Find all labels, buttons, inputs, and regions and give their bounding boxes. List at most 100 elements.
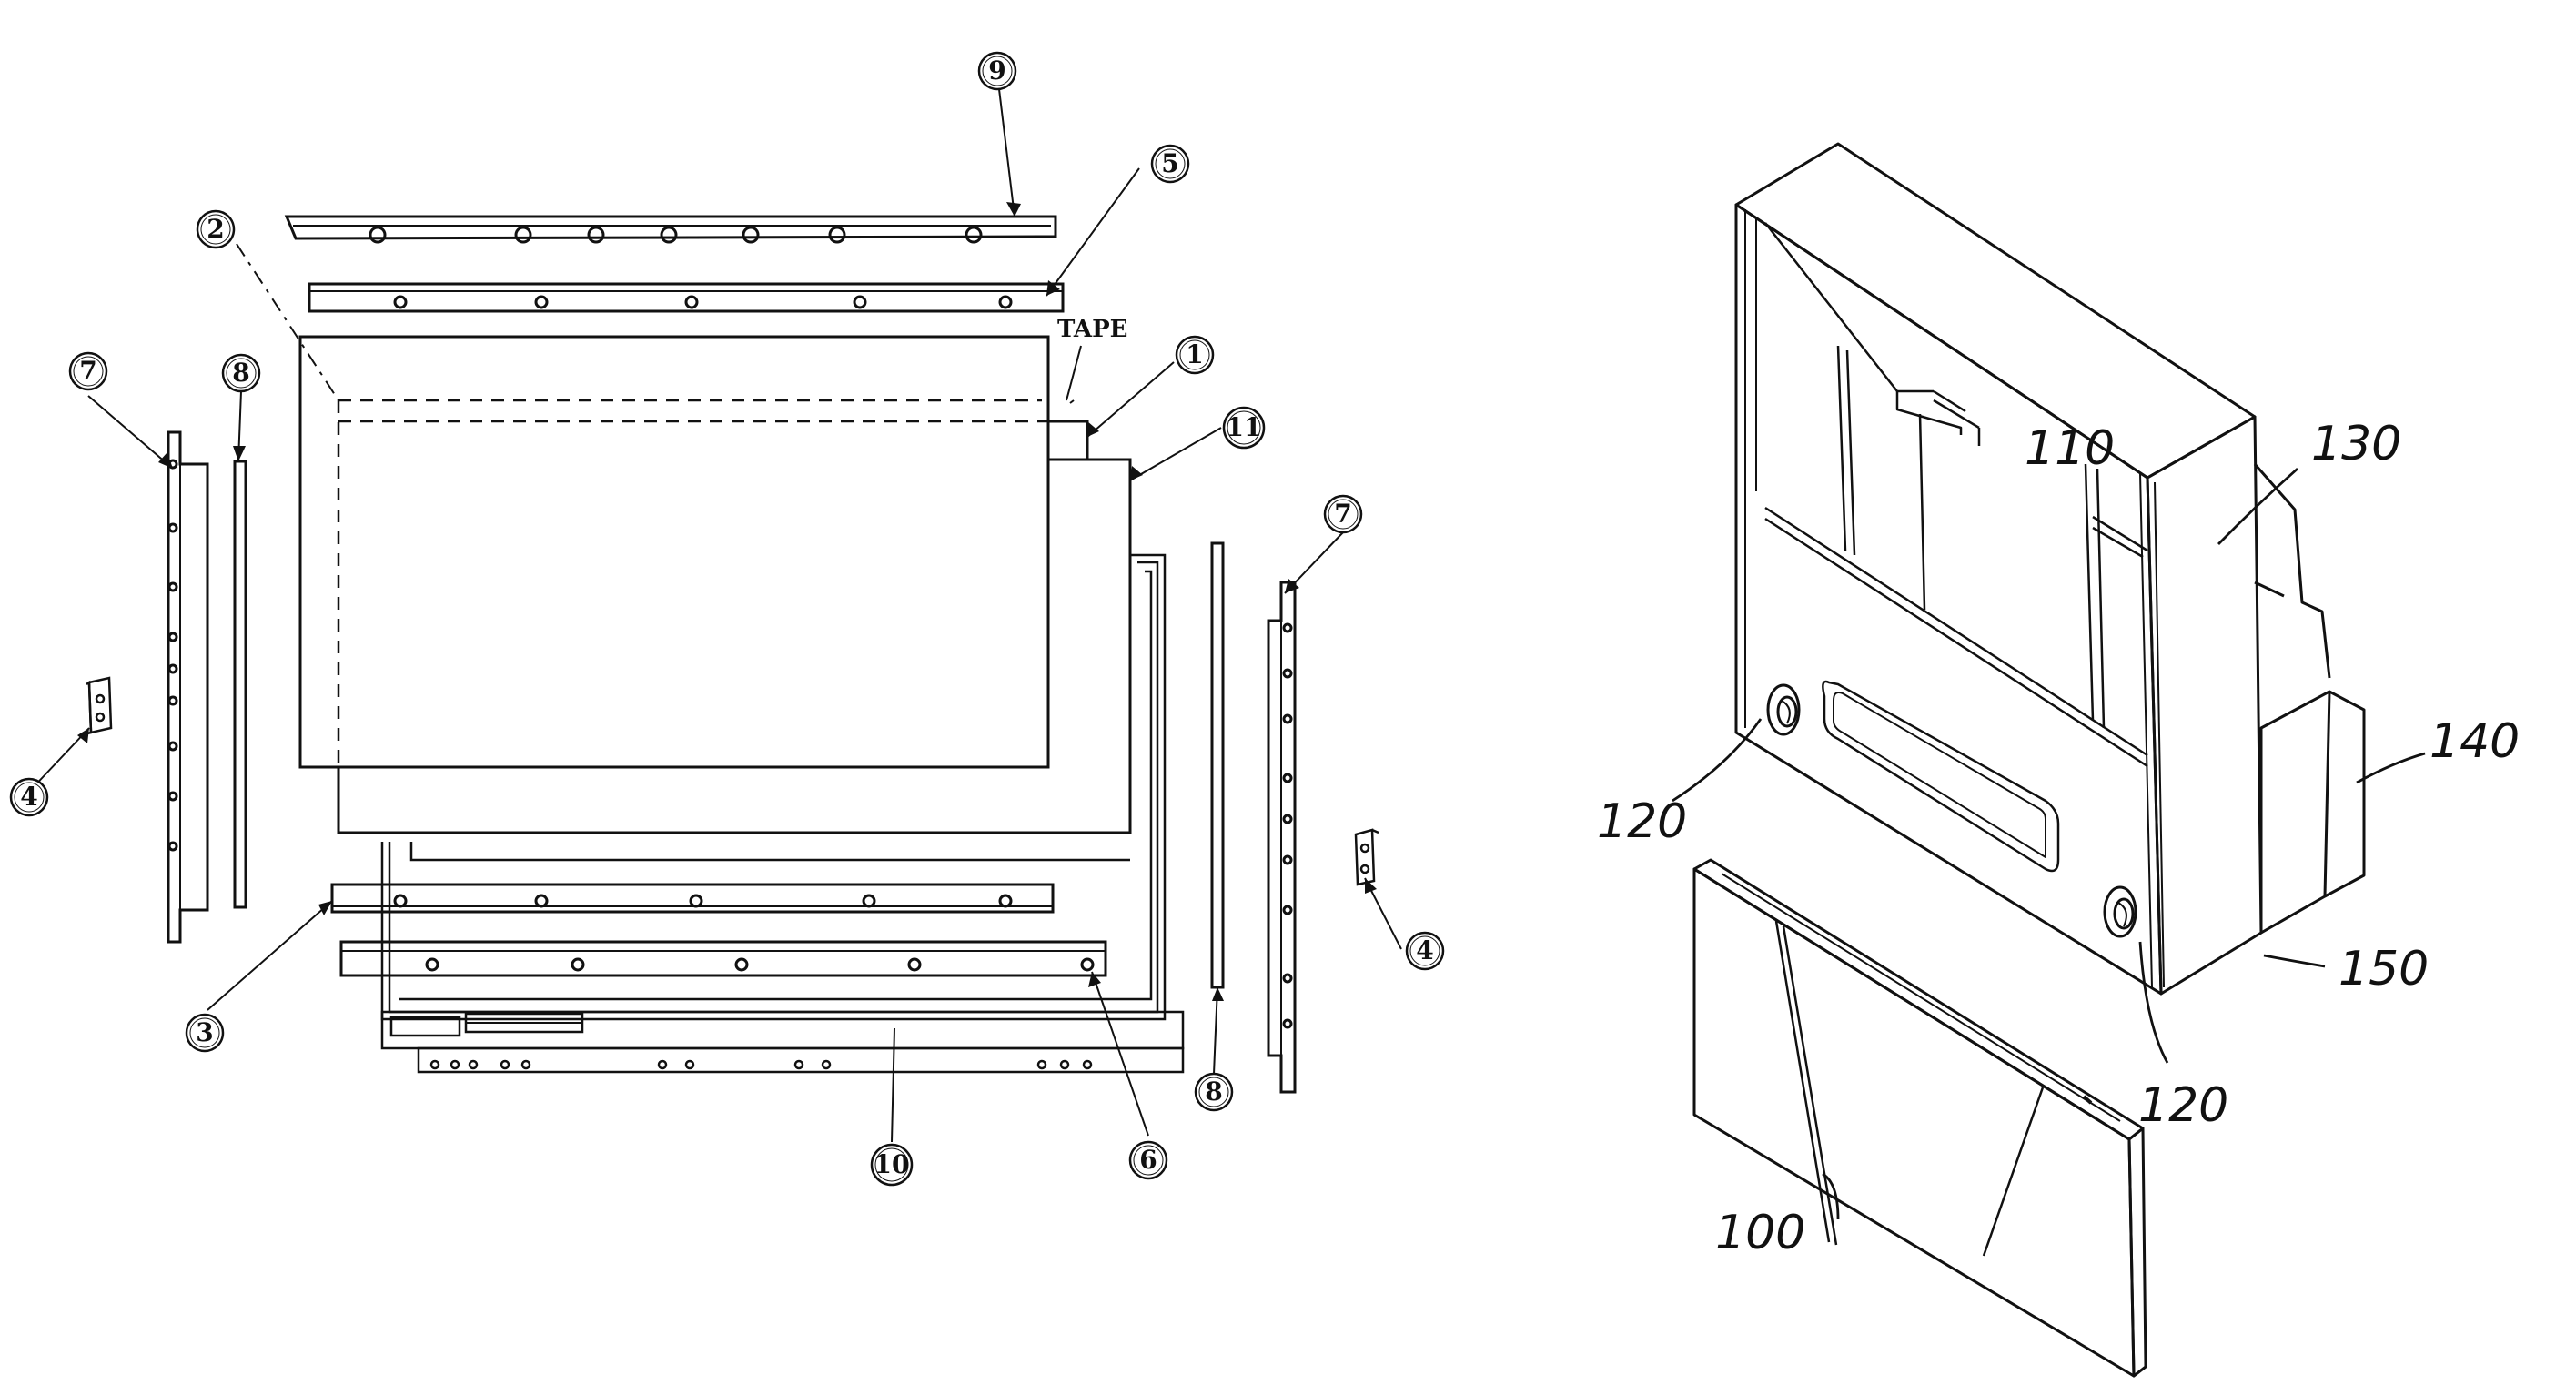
- part-7-right-side-rail: [1267, 581, 1297, 1094]
- callout-c11: 11: [1222, 406, 1266, 450]
- part-10-frame: [380, 553, 1185, 1074]
- part-6-holes: [425, 957, 1095, 972]
- label-100: 100: [1715, 1206, 1805, 1260]
- callout-label: 1: [1186, 339, 1203, 369]
- tape-label: TAPE: [1057, 316, 1127, 343]
- callout-c7b: 7: [1323, 494, 1363, 534]
- leader-arrowheads: [77, 202, 1377, 1001]
- callout-c8b: 8: [1194, 1072, 1234, 1112]
- label-120-right: 120: [2138, 1078, 2228, 1133]
- label-120-left: 120: [1597, 794, 1687, 849]
- mount-hole: [571, 957, 585, 972]
- mount-hole: [1080, 957, 1095, 972]
- callout-label: 7: [79, 356, 96, 386]
- mount-hole: [167, 791, 178, 802]
- mount-hole: [1282, 854, 1293, 865]
- part-7-right-holes: [1282, 622, 1293, 1029]
- part-6-rail: [339, 940, 1107, 977]
- callout-c2: 2: [196, 209, 236, 249]
- rear-module-130: [2253, 463, 2331, 679]
- callout-c3: 3: [185, 1013, 225, 1053]
- mount-hole: [500, 1059, 510, 1070]
- speaker-120-left: [1766, 683, 1801, 736]
- mount-hole: [734, 957, 749, 972]
- mount-hole: [793, 1059, 804, 1070]
- callout-label: 8: [232, 358, 249, 388]
- mount-hole: [660, 226, 678, 244]
- part-4-right-clip: [1354, 828, 1379, 886]
- label-140: 140: [2430, 714, 2520, 769]
- callout-c6: 6: [1128, 1140, 1168, 1180]
- mount-hole: [853, 295, 867, 309]
- mount-hole: [689, 894, 703, 908]
- mount-hole: [167, 522, 178, 533]
- mount-hole: [167, 663, 178, 674]
- front-panel-100: [1692, 858, 2147, 1378]
- callout-label: 5: [1161, 148, 1178, 178]
- mount-hole: [1282, 773, 1293, 783]
- part-3-rail: [330, 883, 1055, 914]
- mount-hole: [167, 841, 178, 852]
- mount-hole: [1282, 905, 1293, 915]
- mount-hole: [425, 957, 439, 972]
- speaker-120-right: [2103, 885, 2137, 938]
- mount-hole: [1282, 668, 1293, 679]
- mount-hole: [587, 226, 605, 244]
- part-3-holes: [393, 894, 1013, 908]
- mount-hole: [965, 226, 983, 244]
- cabinet-slot: [1822, 680, 2060, 873]
- mount-hole: [684, 1059, 695, 1070]
- mount-hole: [534, 894, 549, 908]
- inner-cavity: [1764, 222, 2148, 768]
- callout-c4b: 4: [1405, 931, 1445, 971]
- mount-hole: [369, 226, 387, 244]
- mount-hole: [1282, 622, 1293, 633]
- mount-hole: [1282, 814, 1293, 824]
- callout-label: 6: [1139, 1145, 1157, 1175]
- callout-c5: 5: [1150, 144, 1190, 184]
- part-8-left-strip: [233, 460, 247, 909]
- callout-c10: 10: [870, 1143, 914, 1187]
- mount-hole: [167, 695, 178, 706]
- mount-hole: [520, 1059, 531, 1070]
- callout-label: 11: [1227, 412, 1262, 442]
- mount-hole: [657, 1059, 668, 1070]
- callout-label: 7: [1334, 499, 1351, 529]
- mount-hole: [514, 226, 532, 244]
- mount-hole: [167, 632, 178, 642]
- callout-label: 10: [874, 1149, 910, 1179]
- part-4-left-clip: [86, 676, 113, 735]
- mount-hole: [167, 741, 178, 752]
- part-9-holes: [369, 226, 983, 244]
- isometric-view: [1672, 142, 2426, 1378]
- rear-module-140: [2259, 690, 2366, 935]
- callout-c1: 1: [1175, 335, 1215, 375]
- mount-hole: [450, 1059, 460, 1070]
- part-9-top-rail: [284, 215, 1057, 244]
- mount-hole: [167, 581, 178, 592]
- mount-hole: [742, 226, 760, 244]
- leader-lines: [28, 88, 1402, 1143]
- callout-label: 3: [196, 1017, 213, 1047]
- mount-hole: [393, 894, 408, 908]
- mount-hole: [684, 295, 699, 309]
- cabinet-housing: [1734, 142, 2263, 996]
- tape-leader: [1066, 345, 1082, 401]
- mount-hole: [393, 295, 408, 309]
- callout-c7a: 7: [68, 351, 108, 391]
- part-2-panel: [298, 335, 1051, 769]
- callout-label: 4: [1416, 935, 1433, 965]
- part-1-panel: [1048, 420, 1089, 460]
- callout-label: 2: [207, 214, 224, 244]
- right-labels: 110 130 140 120 150 120 100: [1597, 417, 2520, 1260]
- callout-label: 8: [1205, 1077, 1222, 1107]
- callout-c9: 9: [977, 51, 1017, 91]
- part-11-panel: [337, 458, 1132, 834]
- callout-c4a: 4: [9, 777, 49, 817]
- mount-hole: [1082, 1059, 1093, 1070]
- mount-hole: [862, 894, 876, 908]
- label-150: 150: [2339, 942, 2429, 996]
- label-130: 130: [2311, 417, 2401, 471]
